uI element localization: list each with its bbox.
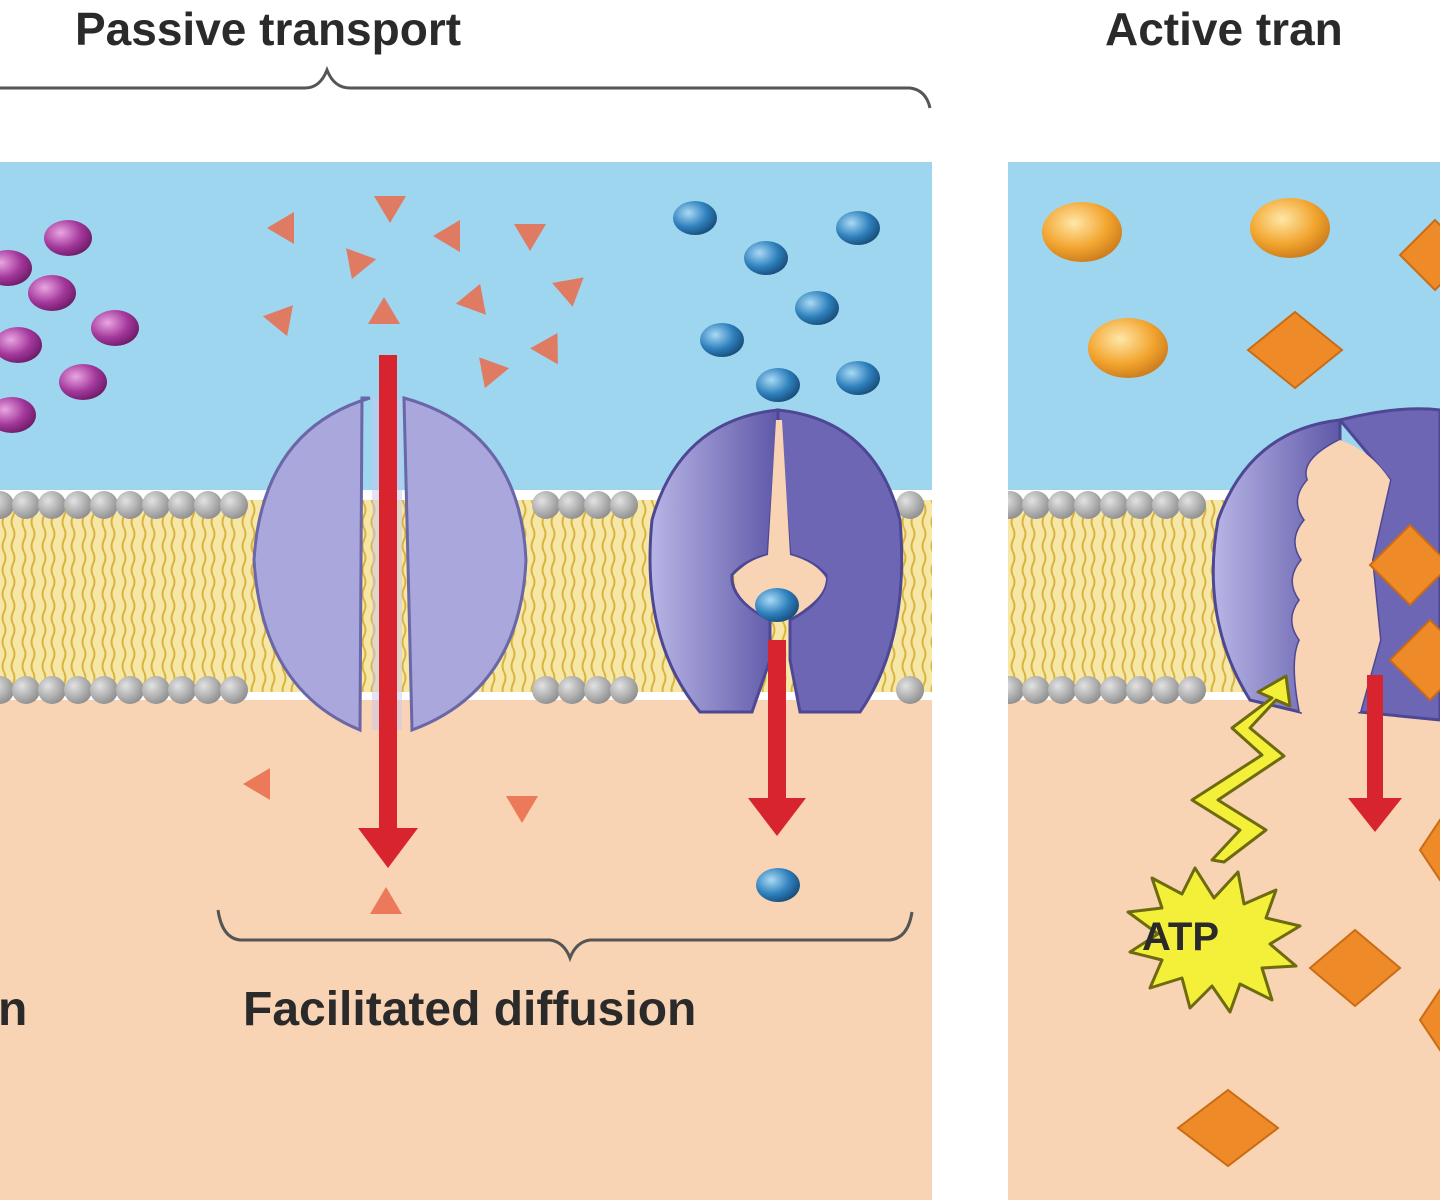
pink-solute-molecule <box>243 768 270 800</box>
facilitated-diffusion-label: Facilitated diffusion <box>243 983 696 1036</box>
phospholipid-head <box>0 491 14 519</box>
phospholipid-heads-right <box>1008 491 1206 704</box>
pink-solute-molecule <box>479 357 510 389</box>
phospholipid-head <box>1126 491 1154 519</box>
purple-solute-molecule <box>44 220 92 256</box>
phospholipid-head <box>610 676 638 704</box>
blue-solute-molecule <box>700 323 744 357</box>
pink-solute-molecule <box>455 283 486 315</box>
phospholipid-head <box>584 491 612 519</box>
active-transport-arrow <box>1348 675 1402 832</box>
phospholipid-head <box>12 676 40 704</box>
active-transport-heading: Active tran <box>1105 3 1343 55</box>
blue-solute-molecule <box>744 241 788 275</box>
phospholipid-head <box>0 676 14 704</box>
pink-solute-molecule <box>552 277 584 307</box>
blue-solute-molecule <box>795 291 839 325</box>
phospholipid-head <box>90 676 118 704</box>
diamond-solute-molecules <box>1176 218 1440 1168</box>
phospholipid-head <box>12 491 40 519</box>
phospholipid-head <box>64 676 92 704</box>
phospholipid-head <box>1048 491 1076 519</box>
blue-solute-molecule <box>756 868 800 902</box>
phospholipid-head <box>168 491 196 519</box>
phospholipid-head <box>1048 676 1076 704</box>
pink-solute-molecule <box>346 248 377 280</box>
phospholipid-head <box>584 676 612 704</box>
purple-solute-molecules <box>0 220 139 433</box>
phospholipid-head <box>896 491 924 519</box>
phospholipid-head <box>64 491 92 519</box>
pink-solute-molecule <box>262 305 293 337</box>
phospholipid-head <box>90 491 118 519</box>
pink-solute-molecule <box>433 220 460 252</box>
simple-diffusion-label-fragment: n <box>0 983 27 1036</box>
phospholipid-head <box>1178 676 1206 704</box>
phospholipid-head <box>1126 676 1154 704</box>
blue-solute-molecule <box>756 368 800 402</box>
phospholipid-head <box>38 491 66 519</box>
phospholipid-head <box>142 676 170 704</box>
blue-solute-molecules <box>673 201 880 902</box>
energy-bolt-icon <box>1190 674 1292 864</box>
pink-solute-molecule <box>506 796 538 823</box>
purple-solute-molecule <box>59 364 107 400</box>
phospholipid-head <box>168 676 196 704</box>
blue-solute-molecule <box>755 588 799 622</box>
phospholipid-head <box>116 676 144 704</box>
phospholipid-head <box>558 491 586 519</box>
orange-solute-molecules <box>1042 198 1330 378</box>
atp-label: ATP <box>1142 915 1219 959</box>
pink-solute-molecule <box>267 212 294 244</box>
passive-transport-heading: Passive transport <box>75 3 461 55</box>
pink-solute-molecule <box>368 297 400 324</box>
blue-solute-molecule <box>836 361 880 395</box>
passive-transport-brace <box>0 65 932 109</box>
blue-solute-molecule <box>673 201 717 235</box>
phospholipid-head <box>610 491 638 519</box>
pink-solute-molecule <box>370 887 402 914</box>
phospholipid-head <box>220 676 248 704</box>
pink-solute-molecule <box>374 196 406 223</box>
facilitated-diffusion-brace <box>216 909 914 963</box>
blue-solute-molecule <box>836 211 880 245</box>
phospholipid-head <box>1008 676 1024 704</box>
atp-burst-icon: ATP <box>1126 866 1302 1014</box>
purple-solute-molecule <box>0 397 36 433</box>
phospholipid-head <box>558 676 586 704</box>
phospholipid-head <box>1074 676 1102 704</box>
phospholipid-head <box>38 676 66 704</box>
phospholipid-head <box>1074 491 1102 519</box>
passive-panel: n Facilitated diffusion <box>0 162 932 1200</box>
phospholipid-heads-left <box>0 491 924 704</box>
phospholipid-head <box>1152 676 1180 704</box>
carrier-protein <box>648 408 904 714</box>
phospholipid-head <box>1100 676 1128 704</box>
purple-solute-molecule <box>28 275 76 311</box>
purple-solute-molecule <box>0 250 32 286</box>
phospholipid-head <box>142 491 170 519</box>
phospholipid-head <box>194 676 222 704</box>
phospholipid-head <box>1152 491 1180 519</box>
phospholipid-head <box>532 491 560 519</box>
phospholipid-head <box>194 491 222 519</box>
phospholipid-head <box>532 676 560 704</box>
phospholipid-head <box>896 676 924 704</box>
pink-solute-molecules <box>243 196 584 914</box>
pink-solute-molecule <box>514 224 546 251</box>
phospholipid-head <box>1022 676 1050 704</box>
active-panel: ATP <box>1008 162 1440 1200</box>
purple-solute-molecule <box>0 327 42 363</box>
purple-solute-molecule <box>91 310 139 346</box>
phospholipid-head <box>1022 491 1050 519</box>
pink-solute-molecule <box>530 333 558 365</box>
diffusion-arrow-carrier <box>748 640 806 836</box>
phospholipid-head <box>1178 491 1206 519</box>
diffusion-arrow-channel <box>358 355 418 868</box>
phospholipid-head <box>116 491 144 519</box>
phospholipid-head <box>220 491 248 519</box>
phospholipid-head <box>1008 491 1024 519</box>
phospholipid-head <box>1100 491 1128 519</box>
